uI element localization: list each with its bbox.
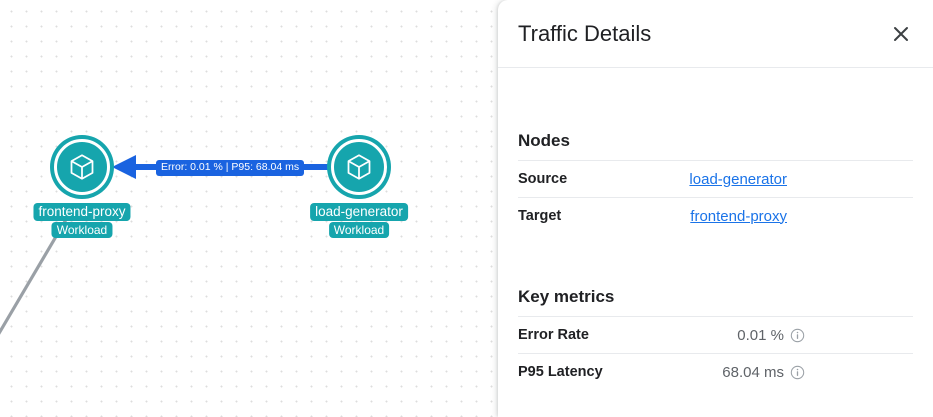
graph-node-frontend-proxy[interactable]: frontend-proxy Workload xyxy=(33,135,131,238)
section-heading-key-metrics: Key metrics xyxy=(518,287,615,306)
row-value-error-rate: 0.01 % xyxy=(737,326,784,344)
section-nodes: Nodes Source load-generator Target front… xyxy=(518,68,913,234)
row-label-error-rate: Error Rate xyxy=(518,327,589,343)
close-icon xyxy=(894,27,908,41)
row-value-group-error-rate: 0.01 % xyxy=(737,327,805,344)
node-subtitle: Workload xyxy=(51,222,113,238)
info-icon[interactable] xyxy=(790,328,805,343)
node-label-group: frontend-proxy Workload xyxy=(33,203,131,238)
edge-metrics-label[interactable]: Error: 0.01 % | P95: 68.04 ms xyxy=(156,160,305,176)
row-value-p95-latency: 68.04 ms xyxy=(722,363,784,381)
info-icon[interactable] xyxy=(790,365,805,380)
cube-icon xyxy=(70,154,94,180)
traffic-details-panel: Traffic Details Nodes Source load-genera… xyxy=(498,0,933,417)
row-label-source: Source xyxy=(518,171,568,187)
node-title: load-generator xyxy=(310,203,408,221)
node-title: frontend-proxy xyxy=(33,203,131,221)
link-source-node[interactable]: load-generator xyxy=(689,170,787,188)
row-label-p95-latency: P95 Latency xyxy=(518,364,603,380)
cube-icon xyxy=(347,154,371,180)
link-target-node[interactable]: frontend-proxy xyxy=(690,207,787,225)
page-title: Traffic Details xyxy=(518,21,652,46)
panel-body: Nodes Source load-generator Target front… xyxy=(498,68,933,390)
section-heading-nodes: Nodes xyxy=(518,131,570,150)
row-label-target: Target xyxy=(518,208,562,224)
graph-node-load-generator[interactable]: load-generator Workload xyxy=(310,135,408,238)
panel-header: Traffic Details xyxy=(498,0,933,68)
row-target: Target frontend-proxy xyxy=(518,197,913,234)
node-label-group: load-generator Workload xyxy=(310,203,408,238)
service-graph-canvas[interactable]: frontend-proxy Workload load-generator W… xyxy=(0,0,498,417)
row-value-group-p95-latency: 68.04 ms xyxy=(722,364,805,381)
section-key-metrics: Key metrics Error Rate 0.01 % xyxy=(518,234,913,390)
node-subtitle: Workload xyxy=(328,222,390,238)
edge-arrowhead-icon xyxy=(112,155,136,179)
row-p95-latency: P95 Latency 68.04 ms xyxy=(518,353,913,390)
row-error-rate: Error Rate 0.01 % xyxy=(518,316,913,353)
close-button[interactable] xyxy=(885,18,917,50)
node-ring-inner xyxy=(54,139,110,195)
row-source: Source load-generator xyxy=(518,160,913,197)
